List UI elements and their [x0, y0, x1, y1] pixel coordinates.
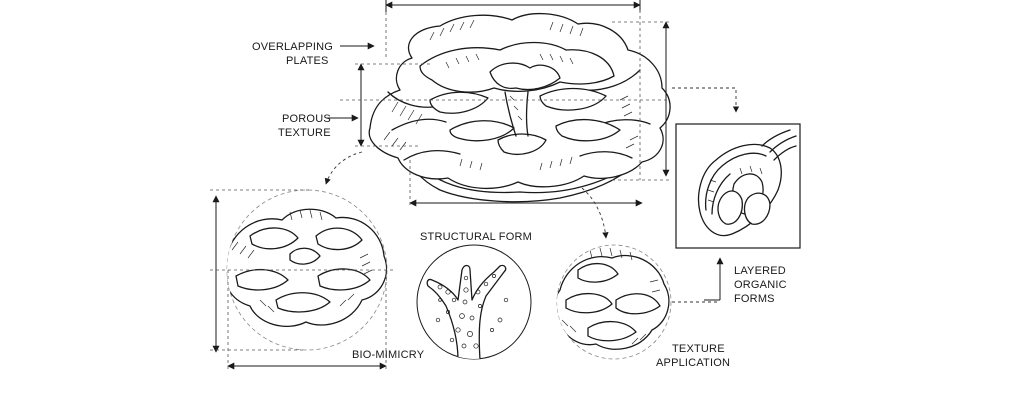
main-dimension-lines: [340, 0, 670, 207]
structural-form-label: STRUCTURAL FORM: [420, 231, 532, 243]
main-fungus-illustration: [368, 12, 671, 203]
layered-organic-forms-line-2: ORGANIC: [734, 279, 787, 291]
porous-texture-line-2: TEXTURE: [278, 127, 331, 139]
bio-mimicry-detail: BIO-MIMICRY: [210, 189, 425, 370]
overlapping-plates-line-1: OVERLAPPING: [252, 41, 333, 53]
bio-mimicry-label: BIO-MIMICRY: [352, 349, 425, 361]
texture-application-line-2: APPLICATION: [656, 357, 730, 369]
layered-organic-forms-line-1: LAYERED: [734, 265, 786, 277]
overlapping-plates-line-2: PLATES: [286, 55, 329, 67]
porous-texture-line-1: POROUS: [282, 113, 331, 125]
callout-leaders: [324, 42, 740, 303]
structural-form-detail: STRUCTURAL FORM: [416, 231, 532, 360]
texture-application-detail: TEXTURE APPLICATION: [556, 244, 730, 369]
layered-organic-forms-detail: LAYERED ORGANIC FORMS: [675, 123, 801, 305]
layered-organic-forms-line-3: FORMS: [734, 293, 775, 305]
texture-application-line-1: TEXTURE: [672, 343, 725, 355]
